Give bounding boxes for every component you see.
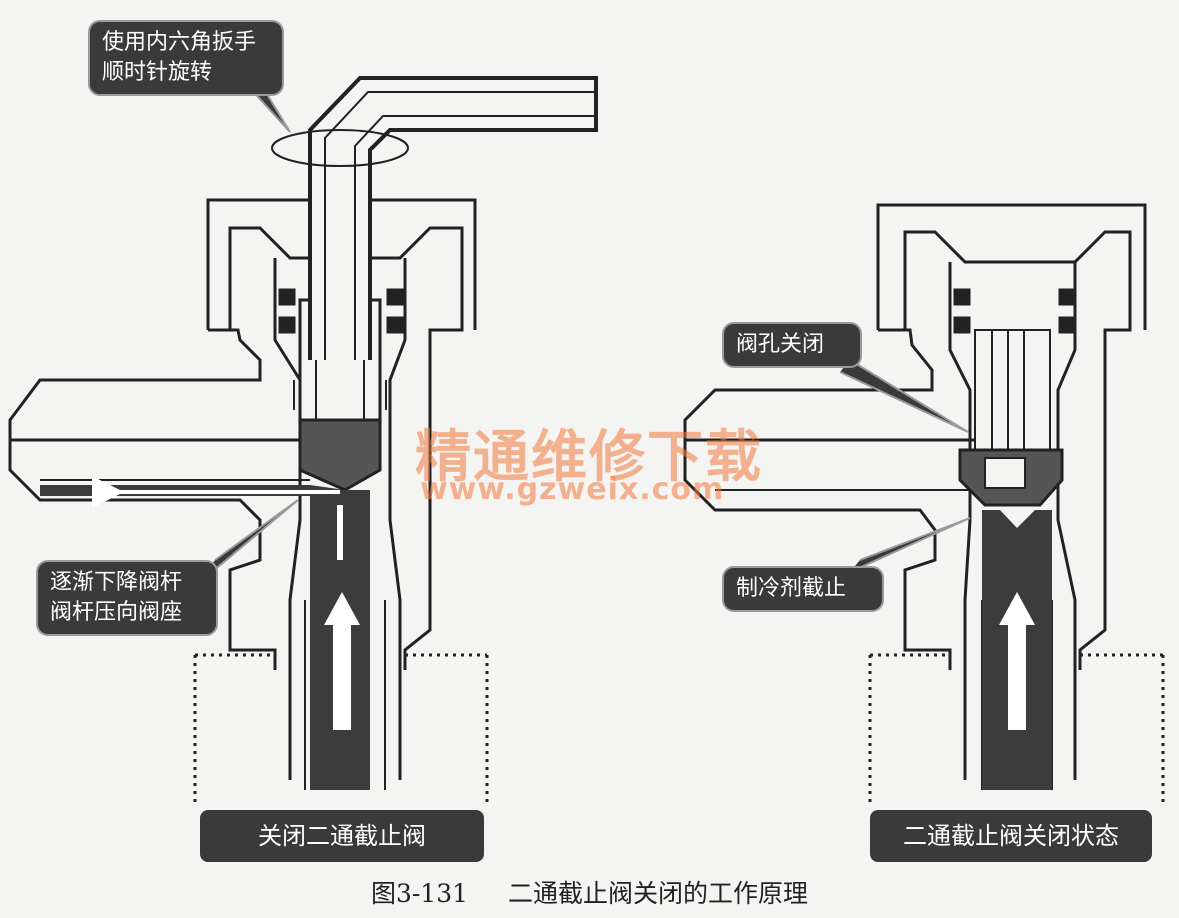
watermark-url: www.gzweix.com	[420, 472, 725, 507]
figure-caption: 图3-131 二通截止阀关闭的工作原理	[0, 874, 1179, 910]
callout-rotate-wrench: 使用内六角扳手 顺时针旋转	[88, 20, 284, 96]
right-lower-fitting	[868, 653, 1165, 805]
figure-caption-text: 二通截止阀关闭的工作原理	[508, 879, 809, 908]
right-valve-cap	[876, 203, 1147, 330]
left-valve-label: 关闭二通截止阀	[200, 810, 484, 862]
left-lower-fitting	[193, 653, 489, 805]
callout-lower-stem: 逐渐下降阀杆 阀杆压向阀座	[36, 560, 218, 636]
left-flow-arrows	[92, 476, 360, 730]
hex-wrench	[308, 76, 598, 360]
right-valve-label: 二通截止阀关闭状态	[870, 810, 1152, 862]
right-flow-arrow	[999, 592, 1035, 730]
right-valve	[683, 203, 1165, 805]
figure-number: 图3-131	[370, 879, 469, 908]
watermark-title: 精通维修下载	[415, 424, 763, 490]
left-up-arrow-shaft	[333, 620, 351, 730]
left-up-arrow-head	[324, 592, 360, 625]
right-valve-body-outline	[683, 230, 1132, 670]
left-valve-body-outline	[8, 226, 464, 670]
callout-refrigerant-stop: 制冷剂截止	[722, 566, 884, 612]
left-valve	[8, 76, 598, 805]
callout-hole-closed: 阀孔关闭	[722, 322, 862, 368]
